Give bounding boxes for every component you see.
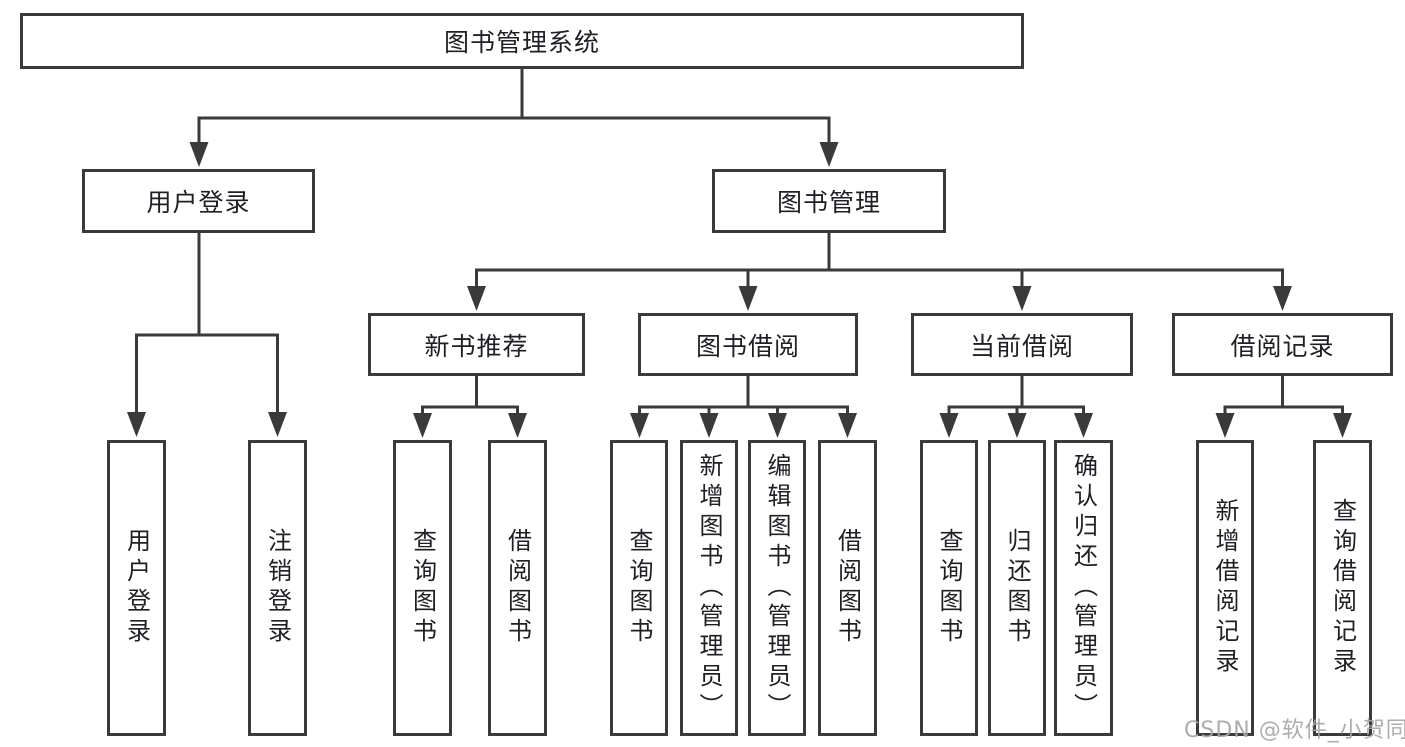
leaf-edit-book-admin: 编辑图书（管理员） (748, 440, 806, 736)
leaf-edit-book-admin-label: 编辑图书（管理员） (763, 453, 791, 723)
leaf-return-book-label: 归还图书 (1003, 528, 1031, 648)
leaf-add-book-admin: 新增图书（管理员） (680, 440, 738, 736)
leaf-add-book-admin-label: 新增图书（管理员） (695, 453, 723, 723)
leaf-query-book-borrow: 查询图书 (610, 440, 668, 736)
leaf-query-book-borrow-label: 查询图书 (625, 528, 653, 648)
node-book-management-label: 图书管理 (776, 188, 881, 217)
node-new-book-recommend: 新书推荐 (368, 313, 585, 376)
leaf-borrow-book: 借阅图书 (818, 440, 877, 736)
node-user-login: 用户登录 (82, 169, 315, 233)
node-root-system-label: 图书管理系统 (443, 28, 600, 57)
leaf-logout-label: 注销登录 (263, 528, 292, 648)
leaf-borrow-book-label: 借阅图书 (833, 528, 862, 648)
leaf-return-book: 归还图书 (988, 440, 1046, 736)
node-new-book-recommend-label: 新书推荐 (424, 331, 529, 361)
leaf-query-book-recommend: 查询图书 (393, 440, 452, 736)
node-borrow-records: 借阅记录 (1172, 313, 1393, 376)
leaf-confirm-return-admin-label: 确认归还（管理员） (1069, 453, 1098, 723)
leaf-add-borrow-record: 新增借阅记录 (1196, 440, 1254, 736)
leaf-query-borrow-record-label: 查询借阅记录 (1328, 498, 1357, 678)
leaf-query-book-current-label: 查询图书 (935, 528, 963, 648)
leaf-query-borrow-record: 查询借阅记录 (1313, 440, 1372, 736)
node-root-system: 图书管理系统 (20, 13, 1024, 69)
leaf-logout: 注销登录 (248, 440, 307, 736)
node-user-login-label: 用户登录 (146, 188, 251, 217)
node-book-management: 图书管理 (712, 169, 946, 233)
leaf-query-book-recommend-label: 查询图书 (408, 528, 437, 648)
leaf-user-login-label: 用户登录 (122, 528, 151, 648)
leaf-borrow-book-recommend-label: 借阅图书 (503, 528, 532, 648)
leaf-user-login: 用户登录 (107, 440, 166, 736)
leaf-borrow-book-recommend: 借阅图书 (488, 440, 547, 736)
csdn-watermark: CSDN @软件_小贺同学 (1184, 718, 1405, 743)
node-current-borrow: 当前借阅 (911, 313, 1133, 376)
node-current-borrow-label: 当前借阅 (969, 331, 1074, 361)
leaf-query-book-current: 查询图书 (920, 440, 978, 736)
node-book-borrow: 图书借阅 (638, 313, 858, 376)
node-book-borrow-label: 图书借阅 (695, 331, 800, 361)
node-borrow-records-label: 借阅记录 (1230, 331, 1335, 361)
leaf-confirm-return-admin: 确认归还（管理员） (1054, 440, 1113, 736)
leaf-add-borrow-record-label: 新增借阅记录 (1211, 498, 1239, 678)
